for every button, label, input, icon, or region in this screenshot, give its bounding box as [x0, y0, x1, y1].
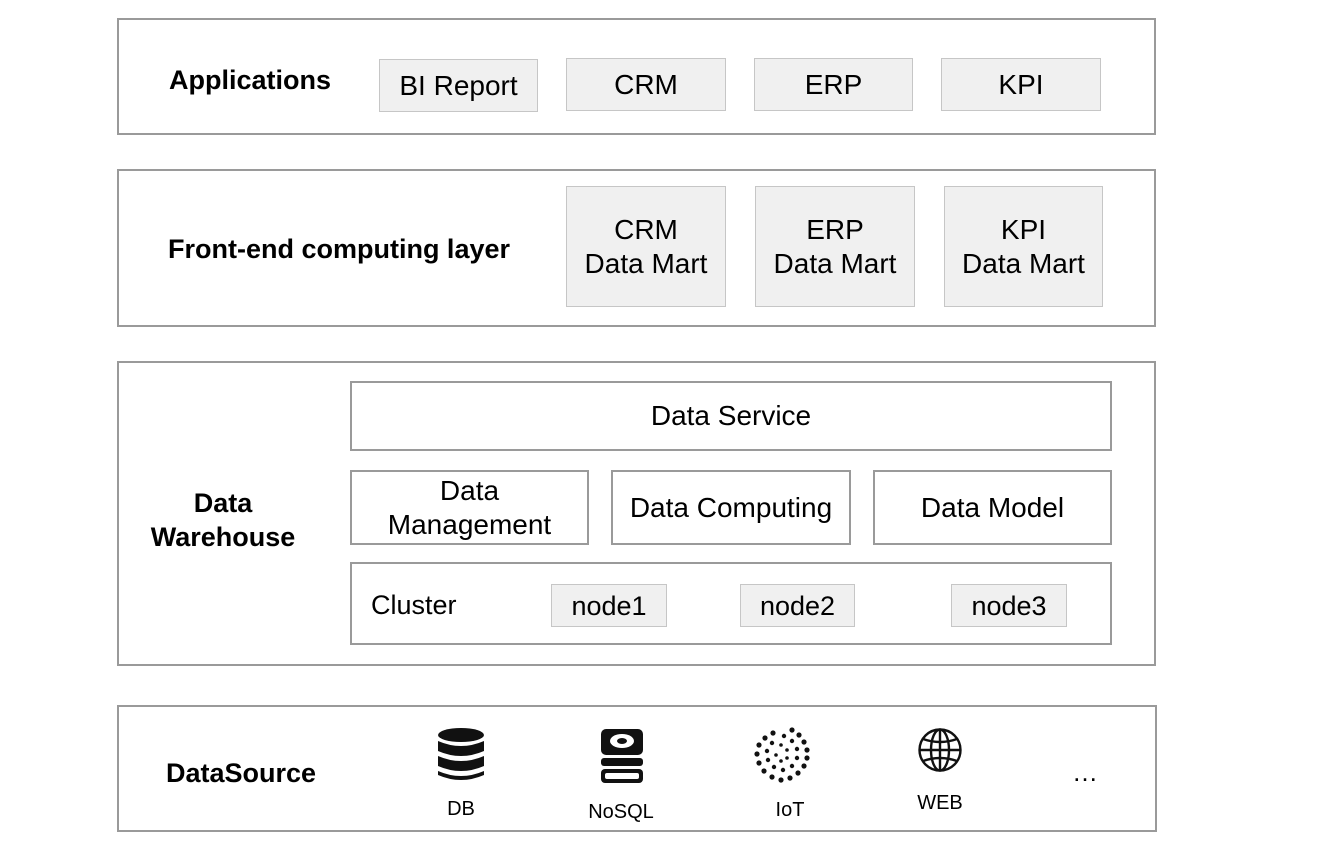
- crm-data-mart-sub: Data Mart: [584, 247, 708, 279]
- datasource-title: DataSource: [165, 758, 317, 788]
- source-db-label: DB: [447, 798, 475, 820]
- frontend-title: Front-end computing layer: [167, 234, 510, 264]
- kpi-data-mart-name: KPI: [1000, 213, 1047, 245]
- data-management-line2: Management: [387, 508, 552, 540]
- cluster-label: Cluster: [371, 590, 457, 620]
- app-bi-report[interactable]: BI Report: [379, 59, 538, 112]
- app-kpi[interactable]: KPI: [941, 58, 1101, 111]
- warehouse-title-line1: Data: [193, 488, 253, 518]
- nosql-icon: [601, 729, 643, 783]
- data-management-box[interactable]: Data Management: [350, 470, 589, 545]
- cluster-node1[interactable]: node1: [551, 584, 667, 627]
- crm-data-mart-name: CRM: [614, 213, 678, 245]
- data-management-line1: Data: [439, 474, 500, 506]
- data-service-box[interactable]: Data Service: [350, 381, 1112, 451]
- more-sources-ellipsis: …: [1072, 757, 1098, 787]
- kpi-data-mart[interactable]: KPI Data Mart: [944, 186, 1103, 307]
- cluster-node2[interactable]: node2: [740, 584, 855, 627]
- erp-data-mart-sub: Data Mart: [773, 247, 897, 279]
- datasource-layer: [117, 705, 1157, 832]
- erp-data-mart-name: ERP: [806, 213, 864, 245]
- kpi-data-mart-sub: Data Mart: [962, 247, 1085, 279]
- app-crm[interactable]: CRM: [566, 58, 726, 111]
- source-iot-label: IoT: [775, 799, 805, 821]
- database-icon: [438, 728, 484, 780]
- warehouse-title: Data Warehouse: [138, 486, 308, 554]
- cluster-node3[interactable]: node3: [951, 584, 1067, 627]
- applications-title: Applications: [168, 65, 331, 95]
- data-model-box[interactable]: Data Model: [873, 470, 1112, 545]
- app-erp[interactable]: ERP: [754, 58, 913, 111]
- source-web-label: WEB: [917, 792, 963, 814]
- data-computing-box[interactable]: Data Computing: [611, 470, 851, 545]
- globe-icon: [918, 728, 962, 772]
- iot-icon: [754, 727, 810, 783]
- crm-data-mart[interactable]: CRM Data Mart: [566, 186, 726, 307]
- erp-data-mart[interactable]: ERP Data Mart: [755, 186, 915, 307]
- warehouse-title-line2: Warehouse: [150, 522, 296, 552]
- source-nosql-label: NoSQL: [588, 801, 654, 823]
